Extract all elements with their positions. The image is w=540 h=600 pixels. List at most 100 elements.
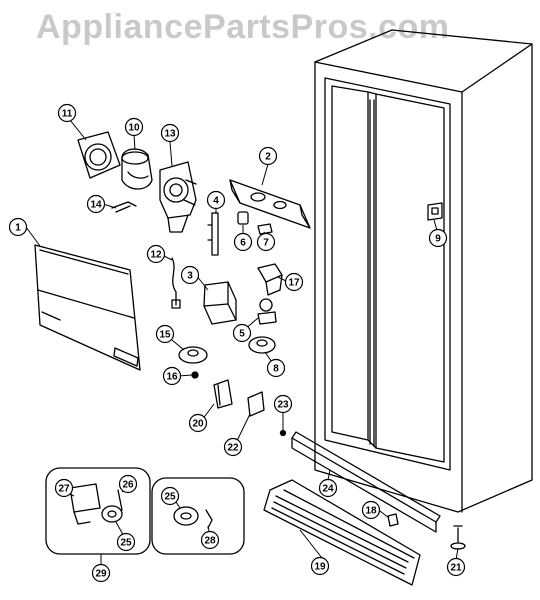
callout-circle bbox=[318, 478, 338, 498]
callout-26: 26 bbox=[118, 474, 138, 494]
watermark-text: AppliancePartsPros.com bbox=[36, 8, 450, 46]
callout-label: 24 bbox=[322, 484, 334, 495]
part-20-cover-icon bbox=[213, 379, 233, 409]
callout-3: 3 bbox=[180, 265, 200, 285]
callout-circle bbox=[160, 123, 180, 143]
callout-circle bbox=[116, 532, 136, 552]
callout-23: 23 bbox=[273, 394, 293, 414]
part-5-assembly-icon bbox=[257, 298, 277, 325]
part-8-wheel-icon bbox=[248, 336, 276, 354]
callout-12: 12 bbox=[146, 244, 166, 264]
part-28-spring-icon bbox=[205, 509, 213, 529]
callout-label: 19 bbox=[314, 562, 326, 573]
callout-label: 10 bbox=[128, 123, 140, 134]
callout-18: 18 bbox=[361, 500, 381, 520]
callout-circle bbox=[91, 563, 111, 583]
callout-24: 24 bbox=[318, 478, 338, 498]
part-13-funnel-icon bbox=[159, 161, 197, 233]
callout-17: 17 bbox=[284, 272, 304, 292]
part-27-bracket-icon bbox=[69, 483, 101, 525]
callout-label: 23 bbox=[277, 400, 289, 411]
part-2-bracket-icon bbox=[229, 179, 311, 229]
callout-circle bbox=[273, 394, 293, 414]
callout-label: 18 bbox=[365, 506, 377, 517]
callout-label: 27 bbox=[58, 484, 70, 495]
callout-circle bbox=[8, 217, 28, 237]
callout-21: 21 bbox=[446, 557, 466, 577]
callout-29: 28 bbox=[200, 530, 220, 550]
callout-label: 21 bbox=[450, 563, 462, 574]
callout-circle bbox=[233, 232, 253, 252]
callout-circle bbox=[361, 500, 381, 520]
callout-label: 25 bbox=[120, 538, 132, 549]
callout-13: 13 bbox=[160, 123, 180, 143]
part-7-plug-icon bbox=[257, 223, 273, 235]
part-3-motor-icon bbox=[203, 281, 237, 325]
callout-label: 3 bbox=[187, 271, 193, 282]
part-15-wheel-icon bbox=[178, 346, 208, 364]
callout-label: 5 bbox=[239, 329, 245, 340]
callout-7: 7 bbox=[256, 232, 276, 252]
callout-11: 11 bbox=[57, 103, 77, 123]
part-6-cylinder-icon bbox=[237, 211, 249, 225]
part-21-leg-icon bbox=[450, 525, 466, 550]
callout-22: 22 bbox=[223, 437, 243, 457]
part-11-housing-icon bbox=[77, 131, 121, 179]
callout-20: 20 bbox=[188, 413, 208, 433]
cabinet-outline bbox=[314, 29, 533, 513]
callout-circle bbox=[200, 530, 220, 550]
callout-circle bbox=[124, 117, 144, 137]
callout-10: 10 bbox=[124, 117, 144, 137]
callout-30: 29 bbox=[91, 563, 111, 583]
part-23-screw-icon bbox=[279, 429, 287, 437]
callout-8: 8 bbox=[266, 358, 286, 378]
callout-circle bbox=[428, 228, 448, 248]
callout-circle bbox=[86, 194, 106, 214]
callout-19: 19 bbox=[310, 556, 330, 576]
subassembly-right-box bbox=[151, 477, 245, 555]
callout-circle bbox=[258, 146, 278, 166]
callout-5: 5 bbox=[232, 323, 252, 343]
callout-circle bbox=[118, 474, 138, 494]
part-4-strip-icon bbox=[207, 212, 219, 256]
callout-label: 28 bbox=[204, 536, 216, 547]
callout-4: 4 bbox=[206, 190, 226, 210]
part-25b-wheel-icon bbox=[173, 506, 199, 526]
callout-label: 4 bbox=[213, 196, 219, 207]
part-9-clip-icon bbox=[427, 202, 443, 221]
callout-16: 16 bbox=[162, 366, 182, 386]
callout-circle bbox=[284, 272, 304, 292]
callout-circle bbox=[206, 190, 226, 210]
part-16-screw-icon bbox=[191, 371, 199, 379]
callout-label: 13 bbox=[164, 129, 176, 140]
callout-label: 14 bbox=[90, 200, 102, 211]
callout-circle bbox=[54, 478, 74, 498]
part-26-screw-icon bbox=[117, 489, 123, 511]
part-14-clip-icon bbox=[111, 201, 137, 213]
callout-25: 25 bbox=[116, 532, 136, 552]
part-24-rail-icon bbox=[291, 431, 441, 533]
callout-circle bbox=[256, 232, 276, 252]
part-1-panel-icon bbox=[34, 244, 141, 371]
callout-circle bbox=[232, 323, 252, 343]
part-17-motor-icon bbox=[257, 263, 283, 296]
callout-label: 26 bbox=[122, 480, 134, 491]
callout-label: 9 bbox=[435, 234, 441, 245]
callout-label: 11 bbox=[62, 109, 73, 120]
callout-circle bbox=[155, 324, 175, 344]
callout-circle bbox=[162, 366, 182, 386]
callout-circle bbox=[310, 556, 330, 576]
callout-15: 15 bbox=[155, 324, 175, 344]
callout-label: 7 bbox=[263, 238, 269, 249]
callout-27: 27 bbox=[54, 478, 74, 498]
callout-circle bbox=[188, 413, 208, 433]
subassembly-left-box bbox=[45, 467, 151, 555]
callout-label: 2 bbox=[265, 152, 271, 163]
callout-circle bbox=[180, 265, 200, 285]
callout-14: 14 bbox=[86, 194, 106, 214]
callout-label: 17 bbox=[288, 278, 300, 289]
part-19-grille-icon bbox=[263, 479, 421, 586]
callout-1: 1 bbox=[8, 217, 28, 237]
